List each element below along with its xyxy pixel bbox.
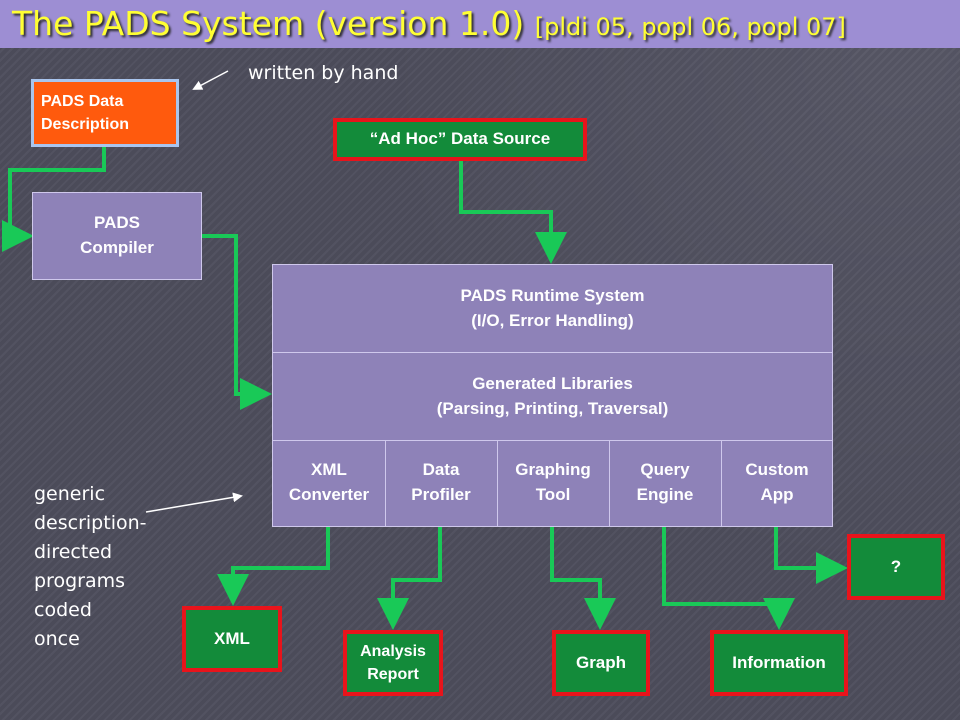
tool-xml-converter: XML Converter [273,440,386,526]
pads-runtime-system-box: PADS Runtime System (I/O, Error Handling… [272,264,833,353]
tool-line: Converter [288,485,370,504]
connector-source-to-runtime [459,161,567,264]
tool-line: Engine [636,485,694,504]
box-label: Graph [575,652,627,672]
tool-line: App [760,485,794,504]
box-line: Generated Libraries [472,373,633,393]
box-line: (Parsing, Printing, Traversal) [436,398,669,418]
pointer-generic-programs [145,492,243,513]
note-line: directed [34,541,113,563]
tool-line: XML [311,460,347,480]
title-bar [0,0,960,48]
box-line: (I/O, Error Handling) [471,310,634,330]
slide-title: The PADS System (version 1.0) [pldi 05, … [12,0,846,48]
tools-row [272,440,833,527]
tool-line: Graphing [515,460,591,480]
connector-xml-converter-to-xml [217,527,330,606]
output-graph-box: Graph [552,630,650,696]
connector-custom-to-unknown [774,527,848,584]
connector-graphing-to-graph [550,527,616,630]
pads-data-description-box: PADS Data Description [31,79,179,147]
box-label: “Ad Hoc” Data Source [369,129,551,149]
connector-query-to-information [662,527,795,630]
tool-line: Tool [535,485,571,504]
output-unknown-box: ? [847,534,945,600]
note-line: description- [34,512,147,534]
note-line: coded [34,599,92,621]
ad-hoc-data-source-box: “Ad Hoc” Data Source [333,118,587,161]
box-line: Analysis [360,642,426,660]
box-line: Compiler [80,238,154,257]
box-line: Report [367,666,419,683]
box-label: XML [214,628,250,648]
box-label: ? [890,556,902,576]
note-generic-programs: generic description- directed programs c… [34,480,147,654]
note-written-by-hand: written by hand [248,62,399,84]
title-references: [pldi 05, popl 06, popl 07] [534,13,846,41]
note-line: once [34,628,80,650]
box-line: PADS Runtime System [460,285,645,305]
title-main: The PADS System (version 1.0) [12,4,525,43]
output-xml-box: XML [182,606,282,672]
connector-profiler-to-report [377,527,442,630]
pads-compiler-box: PADS Compiler [32,192,202,280]
box-line: PADS [94,213,140,233]
connector-compiler-to-libraries [202,234,272,410]
box-label: Information [732,652,826,672]
box-line: PADS Data [41,92,124,110]
tool-line: Data [422,460,460,480]
pointer-written-by-hand [192,70,229,90]
box-line: Description [41,116,130,133]
tool-line: Profiler [411,485,471,504]
tool-line: Query [640,460,690,480]
tool-line: Custom [745,460,809,480]
note-line: generic [34,483,106,505]
generated-libraries-box: Generated Libraries (Parsing, Printing, … [272,352,833,441]
note-line: programs [34,570,126,592]
output-analysis-report-box: Analysis Report [343,630,443,696]
output-information-box: Information [710,630,848,696]
connector-description-to-compiler [2,147,106,252]
